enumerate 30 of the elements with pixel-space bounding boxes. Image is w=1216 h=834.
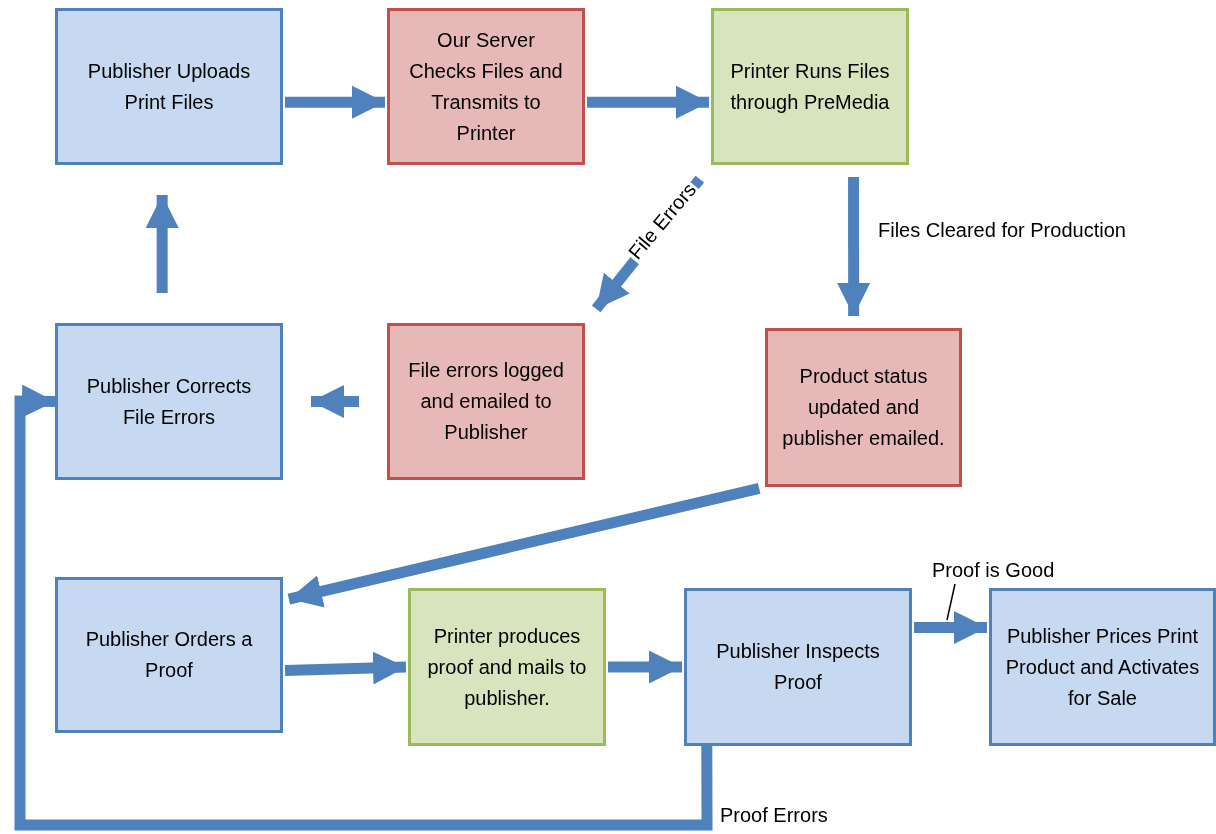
process-box [408,588,606,746]
block-arrow [587,85,709,119]
block-arrow [837,177,871,316]
process-box [55,323,283,480]
box-text: Printer produces proof and mails to publisher. [426,623,588,711]
box-text: Publisher Corrects File Errors [85,373,253,430]
process-box [387,323,585,480]
box-text: Publisher Uploads Print Files [86,58,252,115]
block-arrow [287,483,761,608]
block-arrow [311,385,359,418]
process-box [55,577,283,733]
box-text: Publisher Orders a Proof [84,627,254,683]
box-text: Product status updated and publisher emailed. [781,364,946,451]
process-box [765,328,962,487]
process-box [711,8,909,165]
block-arrow [914,611,987,644]
box-text: Publisher Inspects Proof [715,639,881,695]
process-box [55,8,283,165]
block-arrow [14,384,713,831]
box-text: Publisher Prices Print Product and Activates for Sale [1004,623,1201,711]
box-text: Printer Runs Files through PreMedia [729,58,891,115]
block-arrow [285,85,385,119]
box-text: Our Server Checks Files and Transmits to Printer [408,27,564,146]
box-text: File errors logged and emailed to Publisher [407,358,565,445]
block-arrow [145,195,179,293]
process-box [684,588,912,746]
process-box [387,8,585,165]
block-arrow [284,651,407,685]
block-arrow [608,650,682,684]
process-box [989,588,1216,746]
